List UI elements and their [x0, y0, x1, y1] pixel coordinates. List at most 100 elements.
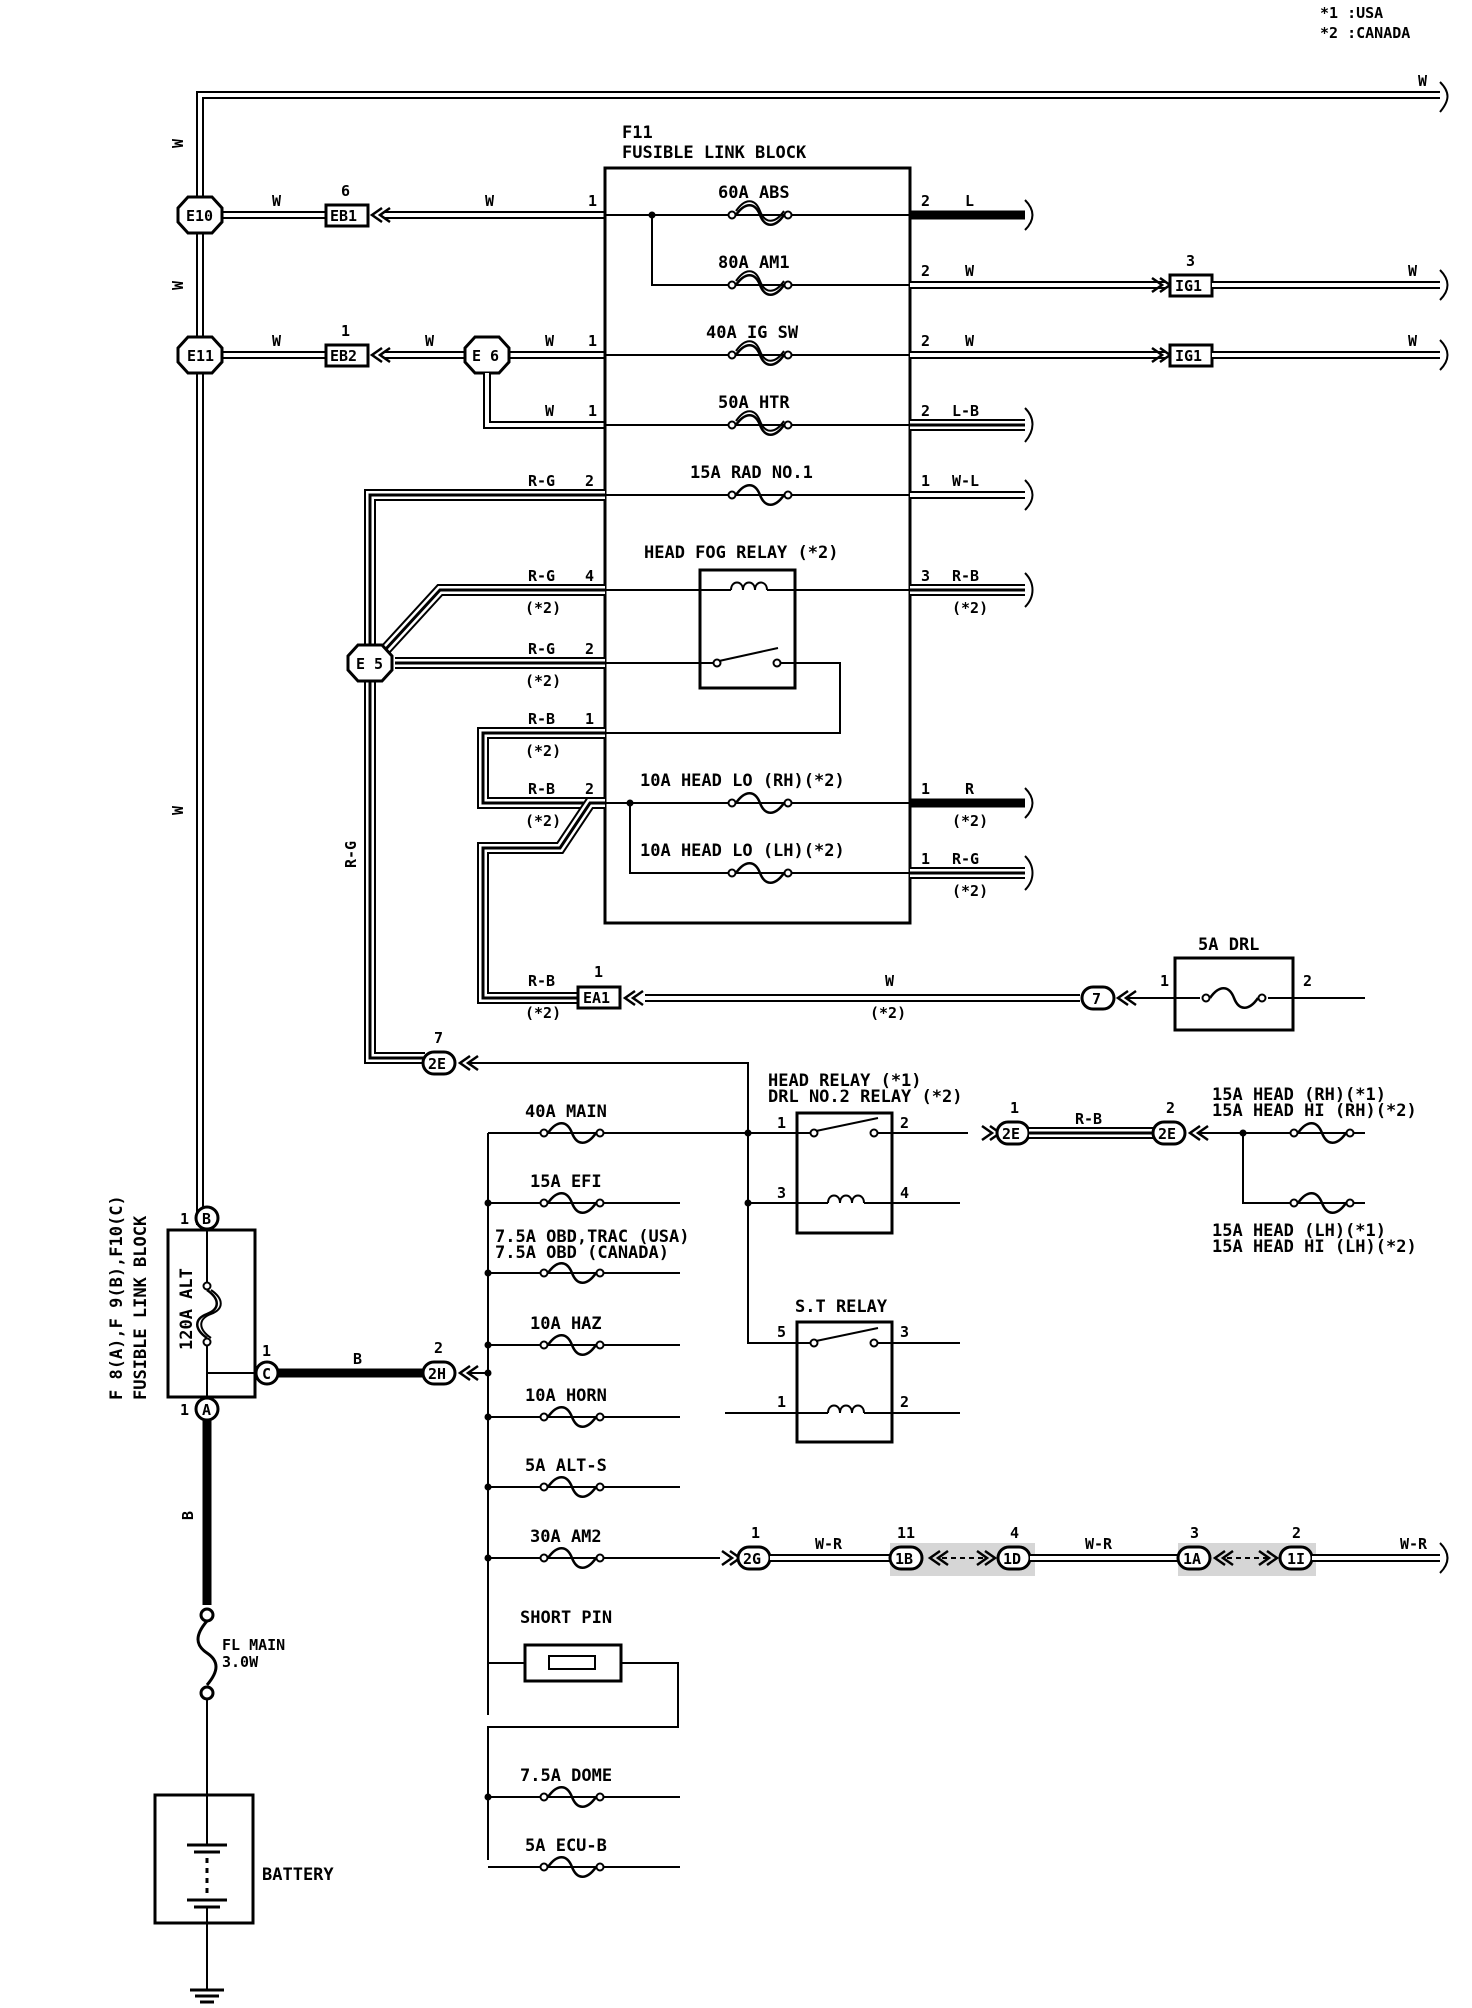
- head-lh-label-1: 15A HEAD (LH)(*1): [1212, 1221, 1386, 1241]
- pin-label: 2: [921, 262, 930, 280]
- connector-ea1: [576, 985, 622, 1010]
- wire-label-wr-2: W-R: [1085, 1535, 1113, 1553]
- connector-eb2-label: EB2: [330, 347, 357, 365]
- note-star2: (*2): [525, 742, 561, 760]
- connector-1a: [1176, 1545, 1212, 1571]
- fuse-5a-ecu-b: 5A ECU-B: [525, 1836, 607, 1856]
- connector-ea1-label: EA1: [583, 989, 610, 1007]
- pin-label: 2: [585, 640, 594, 658]
- junction-e10-label: E10: [186, 207, 213, 225]
- fl-conn-c-label: C: [262, 1365, 271, 1383]
- junction-e6-label: E 6: [472, 347, 499, 365]
- connector-2e-b-pin: 2: [1166, 1099, 1175, 1117]
- note-star2: (*2): [952, 812, 988, 830]
- wire-label-w-v1: W: [169, 138, 187, 148]
- wire-label-rb-2e: R-B: [1075, 1110, 1102, 1128]
- connector-1i-pin: 2: [1292, 1524, 1301, 1542]
- fuse-10a-horn: 10A HORN: [525, 1386, 607, 1406]
- connector-2e-b: [1151, 1120, 1187, 1146]
- connector-1a-pin: 3: [1190, 1524, 1199, 1542]
- fuse-10a-head-lo-rh: 10A HEAD LO (RH)(*2): [640, 771, 845, 791]
- pin-label: 2: [1303, 972, 1312, 990]
- connector-1b-label: 1B: [895, 1550, 913, 1568]
- wire-label-w-e10: W: [272, 192, 282, 210]
- note-star2: (*2): [525, 672, 561, 690]
- connector-2e-b-label: 2E: [1158, 1125, 1176, 1143]
- wire-label-w-igsw: W: [965, 332, 975, 350]
- pin-label: 1: [921, 780, 930, 798]
- pin-label: 1: [585, 710, 594, 728]
- fl-block-title: F 8(A),F 9(B),F10(C): [107, 1195, 127, 1400]
- wire-label-rb-ea1: R-B: [528, 972, 555, 990]
- fl-block-name: FUSIBLE LINK BLOCK: [131, 1215, 151, 1400]
- connector-2h-pin: 2: [434, 1339, 443, 1357]
- f11-id: F11: [622, 123, 653, 143]
- pin-label: 4: [900, 1184, 909, 1202]
- connector-2e-left-pin: 7: [434, 1029, 443, 1047]
- connector-2g-label: 2G: [743, 1550, 761, 1568]
- connector-2e-left: [421, 1050, 457, 1076]
- note-star2: (*2): [525, 1004, 561, 1022]
- note-star2: (*2): [870, 1004, 906, 1022]
- connector-eb2: [324, 343, 370, 368]
- fl-conn-b: [194, 1205, 220, 1231]
- st-relay: [795, 1320, 894, 1444]
- pin-label: 3: [921, 567, 930, 585]
- connector-7-label: 7: [1092, 990, 1101, 1008]
- wire-label-r: R: [965, 780, 975, 798]
- pin-label: 1: [921, 850, 930, 868]
- wire-label-rb-2: R-B: [528, 780, 555, 798]
- fuse-7-5a-obd-usa: 7.5A OBD,TRAC (USA): [495, 1227, 689, 1247]
- pin-label: 2: [585, 472, 594, 490]
- head-lh-label-2: 15A HEAD HI (LH)(*2): [1212, 1237, 1417, 1257]
- fl-main-size: 3.0W: [222, 1653, 259, 1671]
- connector-1i-label: 1I: [1287, 1550, 1305, 1568]
- wire-label-w-v2: W: [169, 280, 187, 290]
- wire-label-wl: W-L: [952, 472, 979, 490]
- battery-box: [153, 1793, 255, 1925]
- note-star2: (*2): [525, 599, 561, 617]
- wire-label-rg-lh: R-G: [952, 850, 979, 868]
- drl-fuse-box: [1173, 956, 1295, 1032]
- fuse-40a-ig-sw: 40A IG SW: [706, 323, 799, 343]
- fl-pin-c: 1: [262, 1342, 271, 1360]
- pin-label: 2: [921, 332, 930, 350]
- connector-7: [1080, 985, 1116, 1011]
- wire-label-w-v3: W: [169, 805, 187, 815]
- pin-label: 1: [588, 192, 597, 210]
- wire-label-w-ig1b: W: [1408, 332, 1418, 350]
- pin-label: 2: [921, 192, 930, 210]
- f11-name: FUSIBLE LINK BLOCK: [622, 143, 807, 163]
- pin-label: 1: [588, 402, 597, 420]
- wire-label-w-eb2: W: [425, 332, 435, 350]
- connector-ig1-pin: 3: [1186, 252, 1195, 270]
- fuse-40a-main: 40A MAIN: [525, 1102, 607, 1122]
- junction-e11-label: E11: [187, 347, 214, 365]
- fuse-15a-rad: 15A RAD NO.1: [690, 463, 813, 483]
- junction-e11: [176, 335, 224, 375]
- connector-1d-label: 1D: [1003, 1550, 1021, 1568]
- connector-2e-a-label: 2E: [1002, 1125, 1020, 1143]
- drl-relay-label: DRL NO.2 RELAY (*2): [768, 1087, 962, 1107]
- junction-e5: [346, 643, 394, 683]
- wire-label-w-top: W: [1418, 72, 1428, 90]
- head-relay-label: HEAD RELAY (*1): [768, 1071, 922, 1091]
- fl-main-label: FL MAIN: [222, 1636, 285, 1654]
- pin-label: 1: [1160, 972, 1169, 990]
- note-star2: (*2): [952, 599, 988, 617]
- wire-label-w-ig1a: W: [1408, 262, 1418, 280]
- connector-1b-pin: 11: [897, 1524, 915, 1542]
- fuse-5a-alt-s: 5A ALT-S: [525, 1456, 607, 1476]
- connector-2e-left-label: 2E: [428, 1055, 446, 1073]
- short-pin-label: SHORT PIN: [520, 1608, 612, 1628]
- fuse-7-5a-dome: 7.5A DOME: [520, 1766, 612, 1786]
- drl-fuse-label: 5A DRL: [1198, 935, 1259, 955]
- head-relay: [795, 1111, 894, 1235]
- wire-label-rg-vertical: R-G: [342, 841, 360, 868]
- connector-2g-pin: 1: [751, 1524, 760, 1542]
- junction-e10: [176, 195, 224, 235]
- f11-block: [603, 166, 912, 925]
- fl-conn-b-label: B: [202, 1210, 211, 1228]
- fl-pin-a: 1: [180, 1401, 189, 1419]
